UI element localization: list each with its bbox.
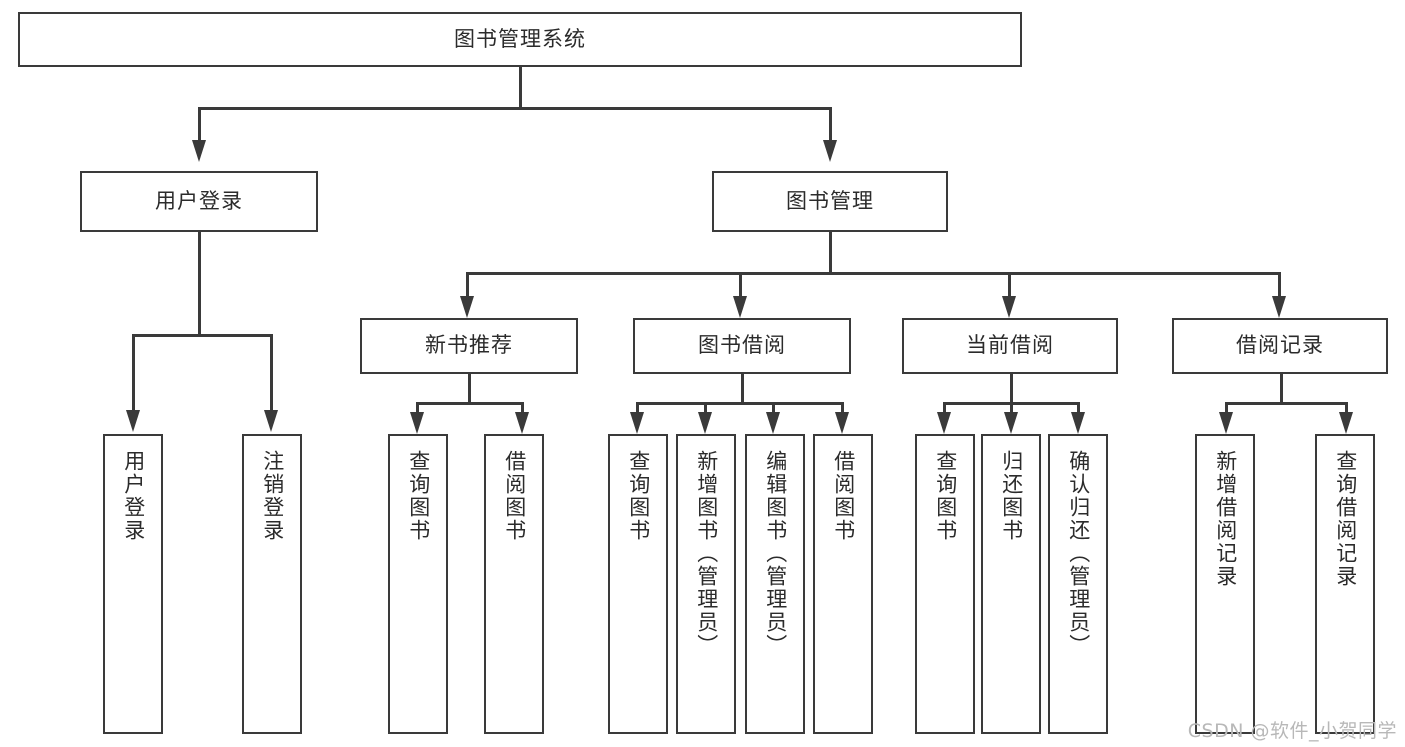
leaf-query-borrow-record[interactable]: 查询借阅记录	[1315, 434, 1375, 734]
node-root-system[interactable]: 图书管理系统	[18, 12, 1022, 67]
arrow-root-to-user-login	[192, 140, 206, 162]
arrow-to-leaf-query-book-3	[937, 412, 951, 434]
connector-user-login-stem	[198, 232, 201, 336]
leaf-label: 查询图书	[933, 450, 958, 542]
arrow-root-to-book-manage	[823, 140, 837, 162]
arrow-to-leaf-query-book-2	[630, 412, 644, 434]
connector-to-new-book-recommend	[466, 272, 469, 298]
leaf-user-login[interactable]: 用户登录	[103, 434, 163, 734]
arrow-to-leaf-query-book-1	[410, 412, 424, 434]
node-label: 新书推荐	[425, 333, 513, 358]
arrow-to-leaf-borrow-book-2	[835, 412, 849, 434]
node-label: 图书管理系统	[454, 26, 586, 51]
arrow-to-current-borrow	[1002, 296, 1016, 318]
leaf-add-book-admin[interactable]: 新增图书（管理员）	[676, 434, 736, 734]
arrow-to-new-book-recommend	[460, 296, 474, 318]
leaf-borrow-book[interactable]: 借阅图书	[813, 434, 873, 734]
node-label: 图书借阅	[698, 333, 786, 358]
connector-level3-bar	[466, 272, 1278, 275]
connector-to-current-borrow	[1008, 272, 1011, 298]
connector-root-to-user-login	[198, 107, 201, 142]
connector-br-drop-1	[1225, 402, 1228, 414]
leaf-label: 归还图书	[999, 450, 1024, 542]
connector-bb-drop-1	[636, 402, 639, 414]
leaf-borrow-book-recommend[interactable]: 借阅图书	[484, 434, 544, 734]
connector-new-book-recommend-bar	[416, 402, 521, 405]
connector-root-to-book-manage	[829, 107, 832, 142]
leaf-label: 新增图书（管理员）	[694, 450, 719, 657]
connector-br-drop-2	[1345, 402, 1348, 414]
connector-user-login-drop-1	[132, 334, 135, 412]
connector-cb-drop-2	[1010, 402, 1013, 414]
arrow-to-leaf-add-book	[698, 412, 712, 434]
connector-borrow-record-bar	[1225, 402, 1345, 405]
node-label: 图书管理	[786, 188, 874, 213]
leaf-label: 查询图书	[626, 450, 651, 542]
node-book-manage[interactable]: 图书管理	[712, 171, 948, 232]
node-borrow-record[interactable]: 借阅记录	[1172, 318, 1388, 374]
node-current-borrow[interactable]: 当前借阅	[902, 318, 1118, 374]
arrow-to-leaf-user-login	[126, 410, 140, 432]
leaf-confirm-return-admin[interactable]: 确认归还（管理员）	[1048, 434, 1108, 734]
connector-root-bar	[198, 107, 832, 110]
leaf-label: 确认归还（管理员）	[1066, 450, 1091, 657]
leaf-label: 借阅图书	[831, 450, 856, 542]
arrow-to-leaf-add-record	[1219, 412, 1233, 434]
leaf-return-book[interactable]: 归还图书	[981, 434, 1041, 734]
connector-to-book-borrow	[739, 272, 742, 298]
leaf-label: 新增借阅记录	[1213, 450, 1238, 588]
node-label: 当前借阅	[966, 333, 1054, 358]
arrow-to-leaf-edit-book	[766, 412, 780, 434]
connector-user-login-drop-2	[270, 334, 273, 412]
connector-root-stem	[519, 67, 522, 108]
connector-bb-drop-4	[841, 402, 844, 414]
node-label: 用户登录	[155, 188, 243, 213]
leaf-label: 查询借阅记录	[1333, 450, 1358, 588]
leaf-query-book-borrow[interactable]: 查询图书	[608, 434, 668, 734]
watermark-text: CSDN @软件_小贺同学	[1187, 720, 1397, 742]
leaf-label: 注销登录	[260, 450, 285, 542]
leaf-label: 编辑图书（管理员）	[763, 450, 788, 657]
leaf-add-borrow-record[interactable]: 新增借阅记录	[1195, 434, 1255, 734]
node-user-login[interactable]: 用户登录	[80, 171, 318, 232]
arrow-to-borrow-record	[1272, 296, 1286, 318]
connector-cb-drop-1	[943, 402, 946, 414]
connector-current-borrow-stem	[1010, 374, 1013, 404]
arrow-to-leaf-return-book	[1004, 412, 1018, 434]
connector-user-login-bar	[132, 334, 272, 337]
connector-book-borrow-bar	[636, 402, 844, 405]
connector-nbr-drop-2	[521, 402, 524, 414]
leaf-query-book-current[interactable]: 查询图书	[915, 434, 975, 734]
arrow-to-book-borrow	[733, 296, 747, 318]
arrow-to-leaf-confirm-return	[1071, 412, 1085, 434]
arrow-to-leaf-query-record	[1339, 412, 1353, 434]
connector-bb-drop-2	[704, 402, 707, 414]
arrow-to-leaf-logout	[264, 410, 278, 432]
connector-book-manage-stem	[829, 232, 832, 274]
node-book-borrow[interactable]: 图书借阅	[633, 318, 851, 374]
leaf-label: 查询图书	[406, 450, 431, 542]
leaf-logout[interactable]: 注销登录	[242, 434, 302, 734]
connector-book-borrow-stem	[741, 374, 744, 404]
connector-nbr-drop-1	[416, 402, 419, 414]
connector-bb-drop-3	[772, 402, 775, 414]
node-label: 借阅记录	[1236, 333, 1324, 358]
leaf-label: 用户登录	[121, 450, 146, 542]
arrow-to-leaf-borrow-book-1	[515, 412, 529, 434]
leaf-query-book-recommend[interactable]: 查询图书	[388, 434, 448, 734]
connector-new-book-recommend-stem	[468, 374, 471, 404]
connector-borrow-record-stem	[1280, 374, 1283, 404]
connector-to-borrow-record	[1278, 272, 1281, 298]
leaf-edit-book-admin[interactable]: 编辑图书（管理员）	[745, 434, 805, 734]
connector-cb-drop-3	[1077, 402, 1080, 414]
node-new-book-recommend[interactable]: 新书推荐	[360, 318, 578, 374]
leaf-label: 借阅图书	[502, 450, 527, 542]
